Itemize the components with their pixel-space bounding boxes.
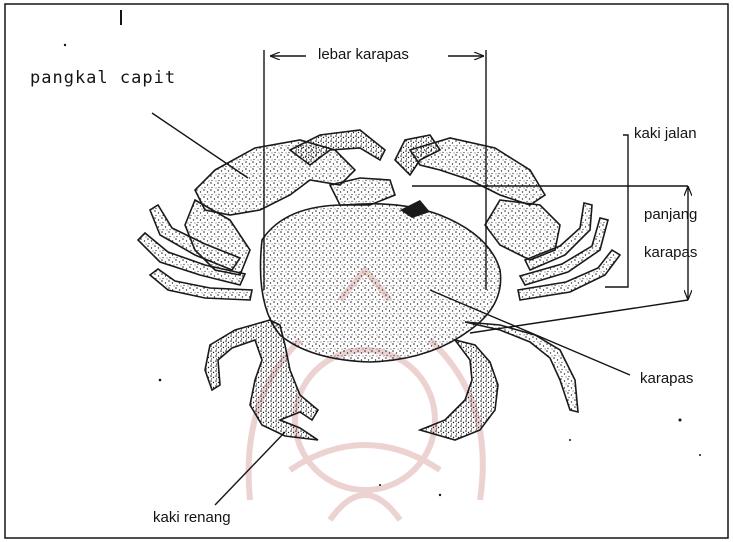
kaki-jalan-label: kaki jalan xyxy=(634,125,697,143)
panjang-karapas-label-line2: karapas xyxy=(644,244,697,262)
folded-claw-left xyxy=(195,140,355,215)
right-claw xyxy=(420,340,498,440)
carapace-shape xyxy=(260,204,500,362)
pangkal-capit-label: pangkal capit xyxy=(30,69,176,87)
pangkal-capit-leader xyxy=(152,113,248,178)
karapas-label: karapas xyxy=(640,370,693,388)
lebar-karapas-label: lebar karapas xyxy=(318,46,409,64)
folded-claw-left xyxy=(330,178,395,205)
folded-claw-right xyxy=(485,200,560,260)
crab-illustration-icon xyxy=(138,130,620,440)
kaki-renang-label: kaki renang xyxy=(153,509,231,527)
panjang-bottom-tick xyxy=(470,300,688,333)
panjang-karapas-label-line1: panjang xyxy=(644,206,697,224)
